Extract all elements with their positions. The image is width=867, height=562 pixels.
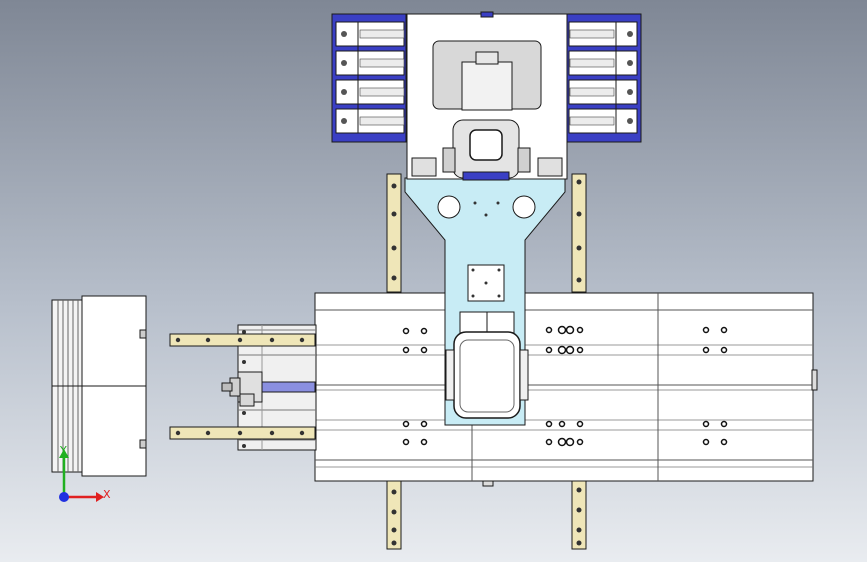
guide-rail-bottom [169, 426, 316, 440]
axis-triad: X Y [59, 444, 111, 502]
x-axis-label: X [103, 488, 111, 501]
y-axis-label: Y [59, 444, 67, 457]
rail-upper-left [386, 173, 402, 293]
rail-lower-left [386, 480, 402, 550]
base-plate-holes [402, 325, 728, 447]
clamp-bank-left [331, 13, 407, 143]
rail-lower-right [571, 480, 587, 550]
clamp-bank-right [566, 13, 642, 143]
rail-upper-right [571, 173, 587, 293]
top-head-frame [406, 11, 568, 181]
lead-screw [221, 371, 316, 407]
carriage-motor [445, 311, 529, 419]
guide-rail-top [169, 333, 316, 347]
base-plate [314, 292, 818, 487]
servo-motor [51, 295, 147, 477]
